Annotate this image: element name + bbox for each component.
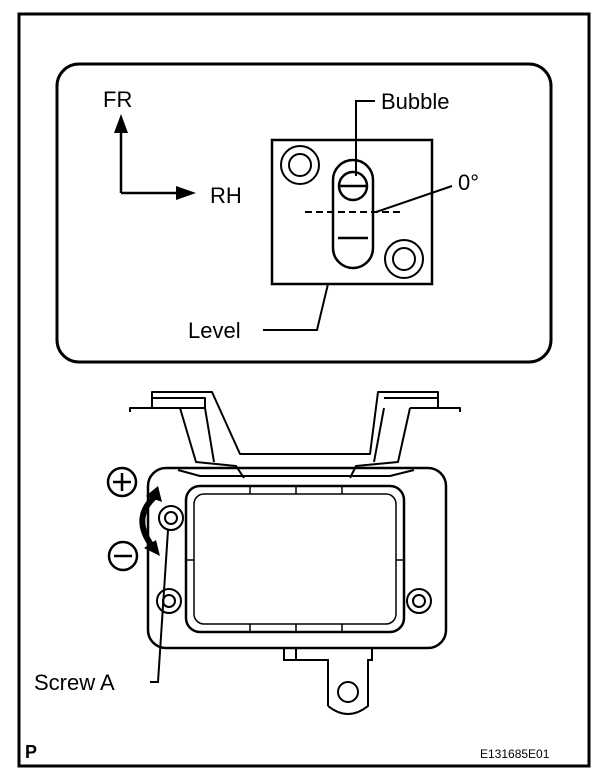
bracket-plate [146,466,448,650]
level-plate [270,138,434,286]
page-mark: P [25,742,37,762]
arrow-up-icon [114,114,128,133]
direction-arrows: FR RH [103,87,242,208]
mount-hole-top-left [280,145,320,185]
angle-leader [375,185,453,213]
arrow-right-icon [176,186,196,200]
bracket-assembly: Screw A [34,391,461,715]
bracket-top-flange [129,391,461,479]
fr-label: FR [103,87,132,112]
plus-circle-icon [106,466,138,498]
screw-a-leader [150,529,169,683]
figure-code: E131685E01 [480,747,550,761]
minus-circle-icon [107,540,139,572]
screw-a [158,505,184,531]
level-label: Level [188,318,241,343]
level-leader [263,283,329,331]
bubble-leader [355,100,375,176]
screw-a-label: Screw A [34,670,115,695]
outer-frame [17,12,591,768]
window-ribs [186,486,404,632]
angle-label: 0° [458,170,479,195]
rh-label: RH [210,183,242,208]
mount-hole-bottom-right [384,239,424,279]
bolt-left [156,588,182,614]
bubble-vial [331,158,375,270]
bubble-label: Bubble [381,89,450,114]
inset-border [55,62,553,364]
bolt-right [406,588,432,614]
bracket-bottom-tab [283,648,373,715]
inset-box: FR RH Bub [55,62,553,364]
bracket-window [184,484,406,634]
adjust-arrow-icon [139,486,162,556]
